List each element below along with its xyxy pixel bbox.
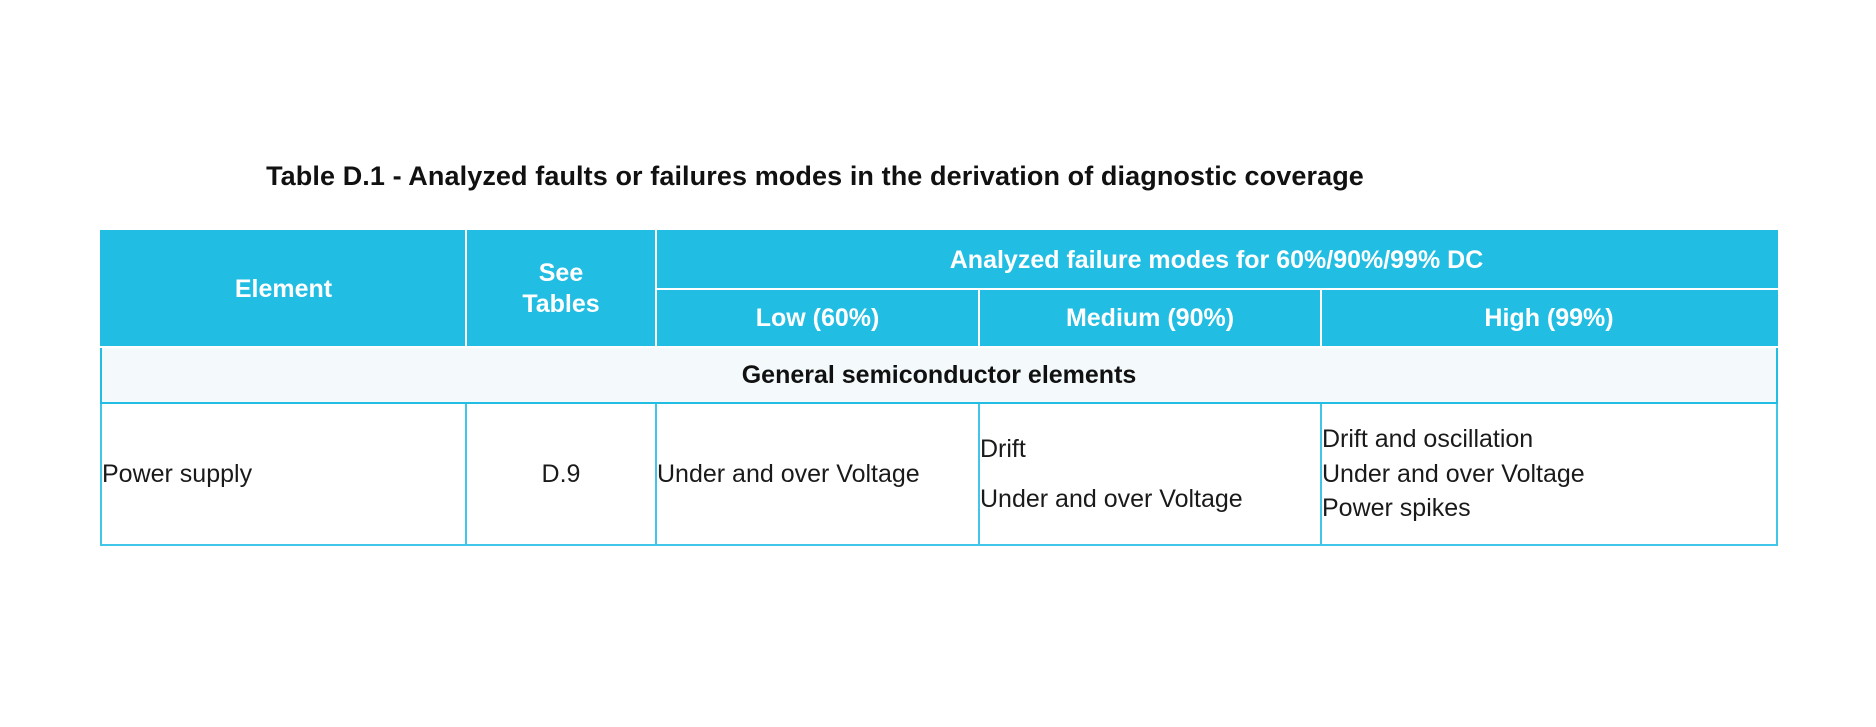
cell-element: Power supply	[100, 402, 467, 546]
section-band-label: General semiconductor elements	[99, 346, 1779, 404]
low-mode-item: Under and over Voltage	[657, 459, 920, 488]
header-row-sub: Low (60%) Medium (90%) High (99%)	[101, 288, 1779, 348]
high-mode-item: Under and over Voltage	[1322, 459, 1585, 488]
medium-mode-item: Drift	[980, 434, 1026, 463]
table-container: Element See Tables Analyzed failure mode…	[99, 230, 1779, 546]
cell-high-failure-modes: Drift and oscillation Under and over Vol…	[1319, 402, 1779, 546]
see-tables-line-2: Tables	[522, 290, 600, 318]
table-row: Power supply D.9 Under and over Voltage …	[100, 402, 1779, 546]
section-band-row: General semiconductor elements	[99, 346, 1779, 404]
header-row-top: Element See Tables Analyzed failure mode…	[100, 230, 1779, 348]
page-title: Table D.1 - Analyzed faults or failures …	[266, 161, 1364, 191]
medium-mode-item: Under and over Voltage	[980, 485, 1243, 513]
cell-see-tables: D.9	[465, 402, 657, 546]
column-header-see-tables: See Tables	[465, 230, 657, 348]
column-header-element: Element	[100, 230, 467, 348]
column-header-group-analyzed-failure-modes: Analyzed failure modes for 60%/90%/99% D…	[654, 230, 1779, 290]
cell-medium-failure-modes: Drift Under and over Voltage	[978, 402, 1322, 546]
see-tables-line-1: See	[538, 259, 584, 287]
column-header-low: Low (60%)	[655, 288, 980, 348]
high-mode-item: Power spikes	[1322, 494, 1471, 523]
high-mode-item: Drift and oscillation	[1322, 425, 1534, 454]
column-header-high: High (99%)	[1319, 288, 1779, 348]
table-header: Element See Tables Analyzed failure mode…	[100, 230, 1779, 348]
column-header-medium: Medium (90%)	[978, 288, 1322, 348]
table-body: General semiconductor elements Power sup…	[99, 346, 1779, 546]
diagnostic-coverage-table: Element See Tables Analyzed failure mode…	[99, 230, 1779, 546]
cell-low-failure-modes: Under and over Voltage	[655, 402, 980, 546]
